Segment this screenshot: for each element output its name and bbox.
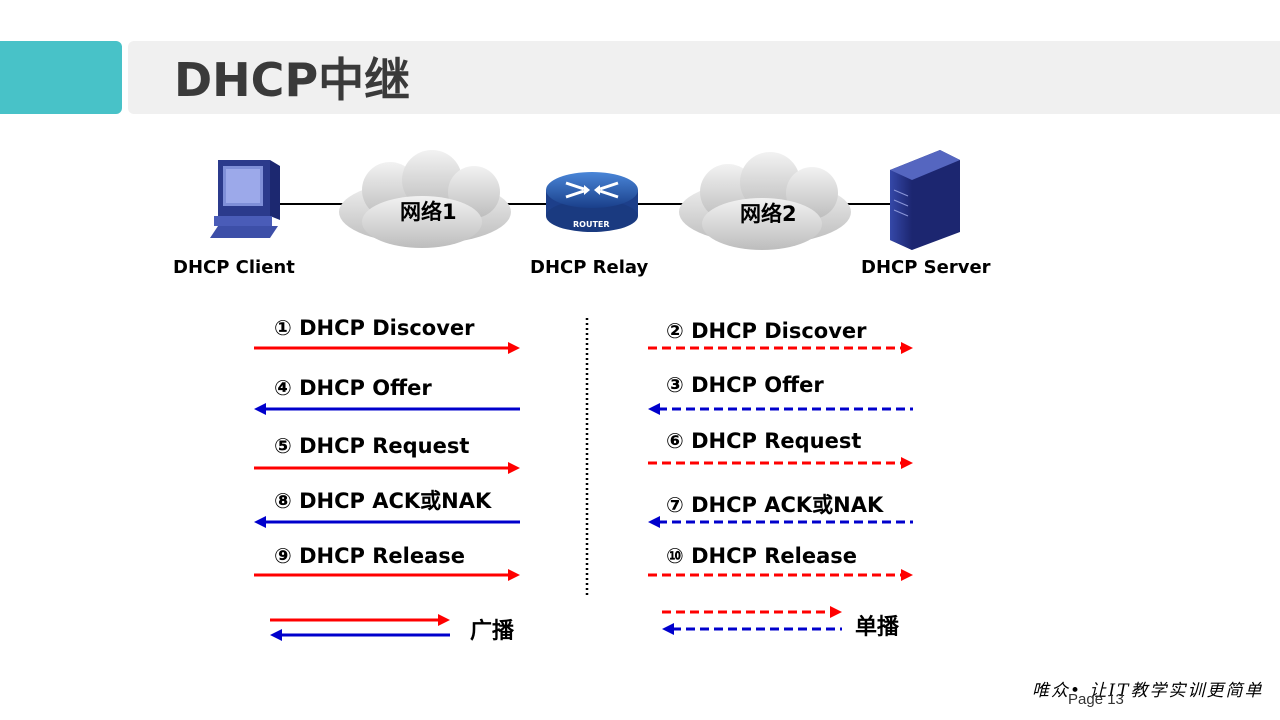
msg-label-request-6: ⑥ DHCP Request bbox=[666, 429, 862, 453]
msg-label-ack-7: ⑦ DHCP ACK或NAK bbox=[666, 493, 884, 517]
legend-broadcast-arrows bbox=[270, 614, 450, 641]
server-icon bbox=[890, 150, 960, 250]
network1-label: 网络1 bbox=[400, 200, 457, 224]
msg-label-request-5: ⑤ DHCP Request bbox=[274, 434, 470, 458]
msg-label-release-10: ⑩ DHCP Release bbox=[666, 544, 857, 568]
left-arrows bbox=[254, 342, 520, 581]
legend-unicast-label: 单播 bbox=[855, 615, 900, 640]
network2-cloud bbox=[679, 152, 851, 250]
page-number: Page 13 bbox=[1068, 691, 1124, 708]
msg-label-offer-4: ④ DHCP Offer bbox=[274, 376, 432, 400]
network1-cloud bbox=[339, 150, 511, 248]
msg-label-discover-2: ② DHCP Discover bbox=[666, 319, 867, 343]
network2-label: 网络2 bbox=[740, 202, 797, 226]
legend-unicast-arrows bbox=[662, 606, 842, 635]
title-accent-block bbox=[0, 41, 122, 114]
msg-label-ack-8: ⑧ DHCP ACK或NAK bbox=[274, 489, 492, 513]
right-arrows bbox=[648, 342, 913, 581]
msg-label-discover-1: ① DHCP Discover bbox=[274, 316, 475, 340]
msg-label-offer-3: ③ DHCP Offer bbox=[666, 373, 824, 397]
router-icon bbox=[546, 172, 638, 232]
server-label: DHCP Server bbox=[861, 257, 991, 278]
client-label: DHCP Client bbox=[173, 257, 295, 278]
router-text: ROUTER bbox=[573, 220, 610, 229]
footer-slogan: 唯众• 让IT教学实训更简单 bbox=[1032, 681, 1264, 701]
title-bar bbox=[128, 41, 1280, 114]
page-title: DHCP中继 bbox=[174, 53, 411, 107]
client-computer-icon bbox=[210, 160, 280, 238]
relay-label: DHCP Relay bbox=[530, 257, 649, 278]
msg-label-release-9: ⑨ DHCP Release bbox=[274, 544, 465, 568]
legend-broadcast-label: 广播 bbox=[470, 619, 515, 644]
